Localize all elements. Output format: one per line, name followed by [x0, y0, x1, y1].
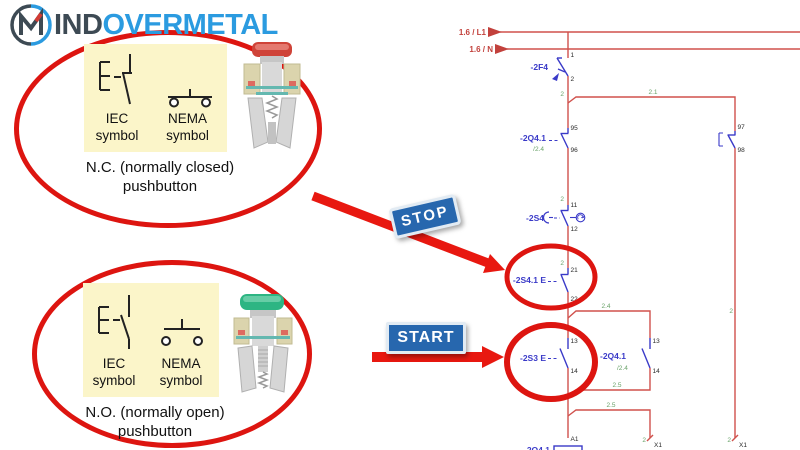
logo-monogram-icon — [10, 4, 52, 46]
power-rails: 1.6 / L1 1.6 / N — [459, 27, 800, 54]
logo-part2: OVERMETAL — [102, 9, 278, 41]
iec-nc-symbol-icon — [99, 54, 132, 105]
terminal-96: 96 — [571, 147, 579, 154]
wire-2-c: 2 — [560, 260, 564, 267]
wire-2-a: 2 — [560, 91, 564, 98]
terminal-97: 97 — [738, 124, 746, 131]
terminal-22: 22 — [571, 296, 579, 303]
start-tag: START — [386, 322, 466, 354]
terminal-98: 98 — [738, 147, 746, 154]
nc-caption: N.C. (normally closed) pushbutton — [85, 159, 235, 195]
wire-2-d: 2 — [560, 304, 564, 311]
wire-2-b: 2 — [560, 196, 564, 203]
stop-pushbutton-contact-icon — [548, 268, 569, 293]
aux-no-ref: /2.4 — [617, 365, 628, 372]
terminal-x1a: X1 — [654, 442, 662, 449]
device-labels: -2F4 -2Q4.1 -2S4 -2S4.1 E -2S3 E -2Q4.1 … — [513, 62, 626, 450]
wire-2-g: 2 — [727, 437, 731, 444]
nema-nc-symbol-icon — [168, 89, 212, 108]
estop-label: -2S4 — [526, 213, 544, 223]
logo-part1: IND — [54, 9, 103, 41]
no-caption: N.O. (normally open) pushbutton — [85, 404, 225, 440]
device-symbols — [542, 57, 736, 450]
overload-contact-icon — [718, 131, 736, 149]
terminal-95: 95 — [571, 125, 579, 132]
iec-no-symbol-icon — [98, 295, 130, 349]
start-pushbutton-contact-icon — [548, 338, 569, 369]
wire-2-1: 2.1 — [648, 89, 657, 96]
rail-l1-label: 1.6 / L1 — [459, 28, 487, 37]
stop-pushbutton-label: -2S4.1 E — [513, 275, 546, 285]
n-arrow-icon — [495, 44, 509, 54]
x1b-terminal-tick — [731, 434, 739, 442]
wires — [567, 32, 739, 442]
estop-contact-icon — [542, 205, 586, 227]
coil-label: -2Q4.1 — [524, 445, 550, 450]
aux-nc-ref: /2.4 — [533, 146, 544, 153]
wire-number-labels: /2.4 /2.4 2.1 2.4 2.5 2.5 2 2 2 2 2 2 2 — [533, 89, 733, 444]
terminal-13: 13 — [571, 338, 579, 345]
no-pushbutton-image — [233, 294, 293, 393]
wire-2-e: 2 — [729, 308, 733, 315]
wire-2-4: 2.4 — [601, 303, 610, 310]
terminal-a1: A1 — [571, 436, 579, 443]
wire-2-5b: 2.5 — [606, 402, 615, 409]
logo-text: INDOVERMETAL — [54, 3, 278, 47]
rail-n-label: 1.6 / N — [469, 45, 493, 54]
aux-nc-contact-icon — [549, 128, 569, 149]
coil-symbol-icon — [553, 445, 583, 450]
l1-arrow-icon — [488, 27, 502, 37]
terminal-12: 12 — [571, 226, 579, 233]
terminal-x1b: X1 — [739, 442, 747, 449]
terminal-11: 11 — [571, 202, 578, 209]
terminal-13b: 13 — [653, 338, 661, 345]
nc-callout-ellipse — [14, 30, 322, 228]
x1a-terminal-tick — [646, 434, 654, 442]
aux-nc-label: -2Q4.1 — [520, 133, 546, 143]
aux-no-label: -2Q4.1 — [600, 351, 626, 361]
logo: INDOVERMETAL — [8, 2, 278, 48]
terminal-21: 21 — [571, 267, 579, 274]
nc-pushbutton-image — [243, 42, 301, 149]
terminal-14: 14 — [571, 368, 579, 375]
no-callout-ellipse — [32, 260, 312, 448]
aux-no-contact-icon — [641, 338, 651, 369]
terminal-14b: 14 — [653, 368, 661, 375]
breaker-label: -2F4 — [531, 62, 549, 72]
wire-2-f: 2 — [642, 437, 646, 444]
terminal-1: 1 — [571, 52, 575, 59]
breaker-symbol-icon — [552, 57, 569, 81]
start-pushbutton-label: -2S3 E — [520, 353, 546, 363]
nema-no-symbol-icon — [161, 319, 203, 346]
wire-2-5a: 2.5 — [612, 382, 621, 389]
terminal-2: 2 — [571, 76, 575, 83]
